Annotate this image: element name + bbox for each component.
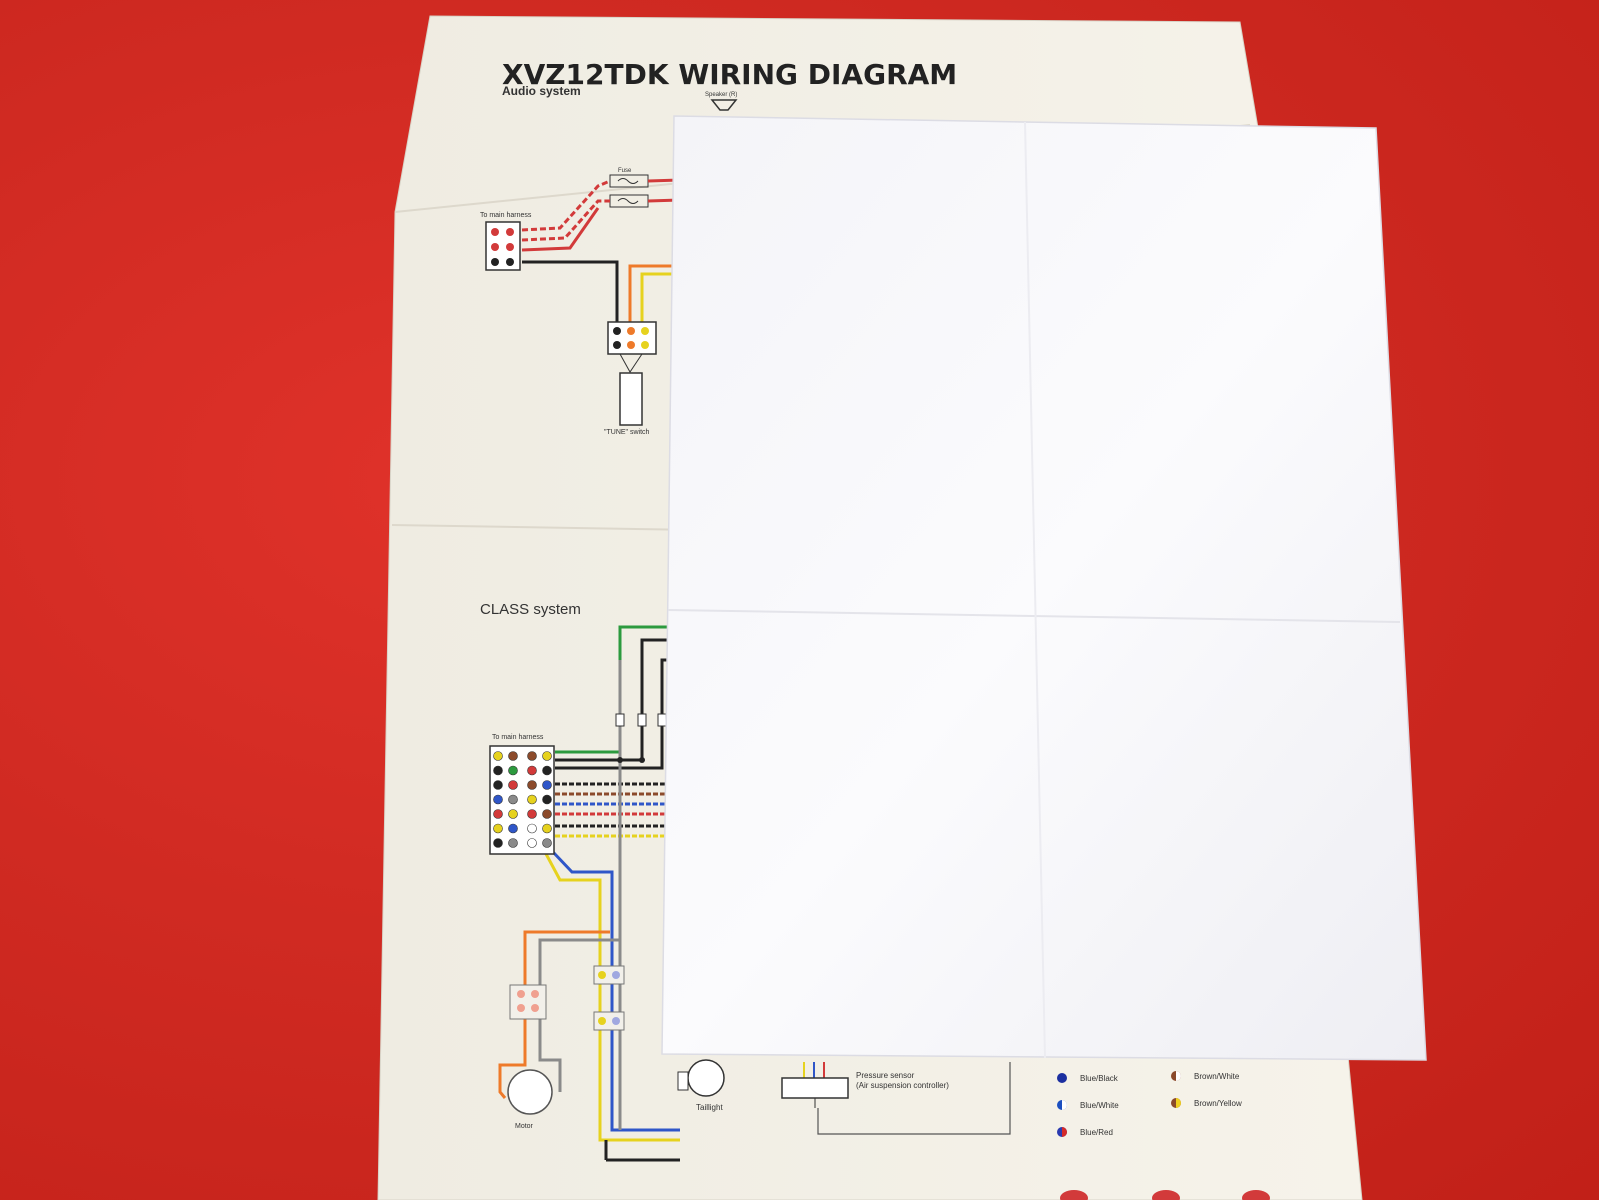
harness-pin [542, 751, 552, 761]
harness-pin [527, 838, 537, 848]
harness-pin [508, 765, 518, 776]
color-legend: Blue/Black Blue/White Blue/Red Brown/Whi… [1057, 1071, 1242, 1137]
harness-pin [542, 765, 552, 776]
taillight-label: Taillight [696, 1103, 723, 1112]
class-harness-connector: To main harness [489, 734, 555, 855]
motor-symbol: Motor [507, 1069, 553, 1130]
legend-label: Brown/Yellow [1194, 1099, 1242, 1108]
harness-pin [508, 780, 518, 790]
sheet-fold-line [1024, 121, 1046, 1059]
pressure-sensor-label: Pressure sensor [856, 1071, 915, 1080]
top-harness-label: To main harness [480, 212, 532, 219]
harness-pin [542, 838, 552, 848]
harness-pin [493, 751, 503, 761]
legend-swatch-accent [1176, 1071, 1181, 1081]
harness-pin [527, 765, 537, 776]
harness-pin [527, 823, 537, 834]
audio-wires [521, 178, 681, 328]
harness-pin [542, 809, 552, 819]
speaker-label: Speaker (R) [705, 92, 737, 98]
harness-pin [493, 838, 503, 848]
diagram-title: XVZ12TDK WIRING DIAGRAM [502, 58, 957, 91]
poster-fold-line [391, 524, 701, 531]
legend-label: Blue/Black [1080, 1074, 1119, 1083]
harness-pin [508, 751, 518, 761]
harness-pin [542, 823, 552, 834]
motor-label: Motor [515, 1123, 534, 1130]
harness-pin [508, 794, 518, 805]
legend-item: Blue/White [1057, 1100, 1119, 1110]
harness-pin [508, 823, 518, 834]
class-harness-label: To main harness [492, 734, 544, 741]
harness-pin [493, 809, 503, 819]
tune-switch-connector: "TUNE" switch [604, 321, 657, 436]
tune-switch-label: "TUNE" switch [604, 429, 650, 436]
taillight-connector [593, 965, 625, 1031]
harness-pin [493, 823, 503, 834]
blank-paper-sheet [661, 115, 1427, 1061]
sheet-fold-line [667, 609, 1401, 623]
pressure-sensor-symbol: Pressure sensor (Air suspension controll… [781, 1062, 1011, 1135]
taillight-symbol: Taillight [677, 1059, 725, 1112]
harness-pin [527, 794, 537, 805]
harness-pin [527, 751, 537, 761]
harness-pin [493, 765, 503, 776]
legend-label: Brown/White [1194, 1072, 1240, 1081]
legend-item: Blue/Red [1057, 1127, 1113, 1137]
legend-swatch-accent [1176, 1098, 1181, 1108]
legend-swatch-accent [1062, 1100, 1067, 1110]
pressure-sensor-sublabel: (Air suspension controller) [856, 1081, 949, 1090]
legend-label: Blue/White [1080, 1101, 1119, 1110]
harness-pin [527, 780, 537, 790]
top-harness-connector: To main harness [480, 212, 532, 271]
fuse-label: Fuse [618, 168, 632, 174]
harness-pin [542, 780, 552, 790]
legend-item: Blue/Black [1057, 1073, 1119, 1083]
harness-pin [508, 809, 518, 819]
legend-swatch-accent [1062, 1127, 1067, 1137]
harness-pin [527, 809, 537, 819]
inline-connectors [615, 713, 667, 763]
legend-item: Brown/Yellow [1171, 1098, 1242, 1108]
harness-pin [493, 794, 503, 805]
legend-swatch-blue-black [1057, 1073, 1067, 1083]
red-dots-bottom [1060, 1190, 1270, 1200]
legend-item: Brown/White [1171, 1071, 1240, 1081]
harness-pin [493, 780, 503, 790]
audio-system-heading: Audio system [502, 84, 581, 98]
tune-switch-symbol [619, 372, 643, 426]
class-system-heading: CLASS system [480, 601, 581, 618]
speaker-symbol: Speaker (R) [705, 92, 738, 111]
harness-pin [542, 794, 552, 805]
harness-pin [508, 838, 518, 848]
legend-label: Blue/Red [1080, 1128, 1113, 1137]
motor-connector [509, 984, 547, 1020]
